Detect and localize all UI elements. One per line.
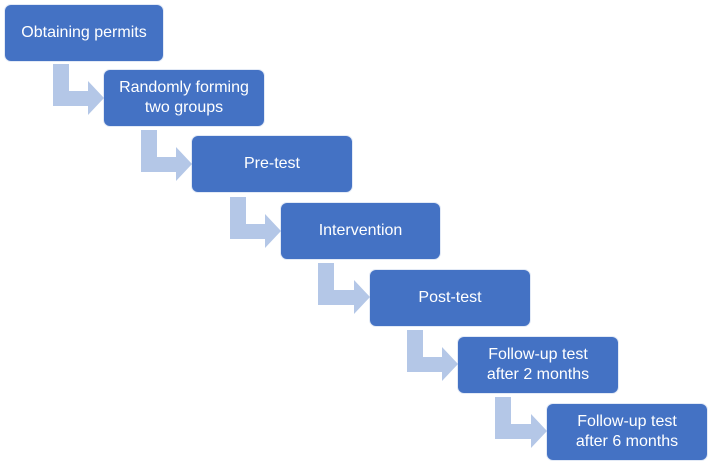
connector-arrow-4-5 [318, 263, 370, 314]
step-follow-up-2-months: Follow-up test after 2 months [458, 337, 618, 393]
step-random-groups: Randomly forming two groups [104, 70, 264, 126]
step-label: Intervention [318, 222, 403, 239]
step-post-test: Post-test [370, 270, 530, 326]
step-label: Randomly forming two groups [119, 79, 249, 116]
step-obtaining-permits: Obtaining permits [5, 5, 163, 61]
step-label: Follow-up test after 2 months [486, 346, 590, 383]
connector-arrow-2-3 [141, 130, 192, 181]
connector-arrow-3-4 [230, 197, 281, 248]
connector-arrow-5-6 [407, 330, 458, 381]
step-follow-up-6-months: Follow-up test after 6 months [547, 404, 707, 460]
connector-arrow-6-7 [495, 397, 547, 448]
connector-arrow-1-2 [53, 64, 104, 115]
step-label: Post-test [418, 289, 482, 306]
step-pre-test: Pre-test [192, 136, 352, 192]
step-label: Obtaining permits [21, 24, 147, 41]
step-label: Follow-up test after 6 months [575, 413, 679, 450]
step-label: Pre-test [243, 155, 300, 172]
step-intervention: Intervention [281, 203, 440, 259]
